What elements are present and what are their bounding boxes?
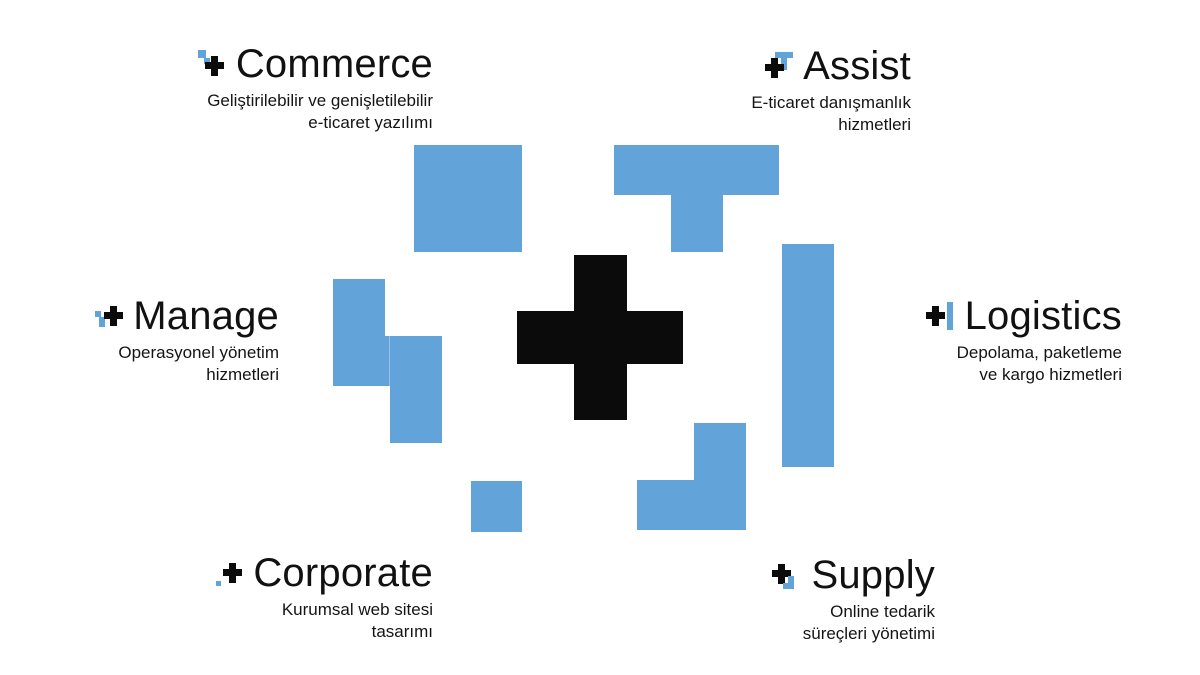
service-logistics: Logistics Depolama, paketleme ve kargo h… [880, 296, 1122, 386]
service-logistics-title: Logistics [880, 296, 1122, 336]
logistics-bar-piece [782, 244, 834, 467]
assist-logo-icon [765, 52, 794, 78]
commerce-name: Commerce [235, 42, 433, 86]
logistics-name: Logistics [964, 294, 1122, 338]
service-commerce-title: Commerce [140, 44, 433, 84]
supply-logo-icon [772, 564, 795, 589]
corporate-name: Corporate [253, 551, 433, 595]
service-manage-title: Manage [70, 296, 279, 336]
logistics-description: Depolama, paketleme ve kargo hizmetleri [956, 343, 1122, 384]
service-assist: Assist E-ticaret danışmanlık hizmetleri [680, 46, 911, 136]
center-plus-horizontal [517, 311, 683, 364]
corporate-logo-icon [216, 563, 243, 586]
manage-s-piece-bottom [390, 336, 442, 443]
corporate-description: Kurumsal web sitesi tasarımı [281, 600, 433, 641]
manage-description: Operasyonel yönetim hizmetleri [118, 343, 279, 384]
assist-t-piece-stem [671, 195, 723, 252]
service-supply-title: Supply [720, 555, 935, 595]
commerce-square-piece [414, 145, 522, 252]
assist-name: Assist [803, 44, 911, 88]
manage-s-piece-top [333, 279, 385, 336]
supply-name: Supply [811, 553, 935, 597]
assist-description: E-ticaret danışmanlık hizmetleri [751, 93, 911, 134]
supply-description: Online tedarik süreçleri yönetimi [802, 602, 935, 643]
corporate-square-piece [471, 481, 522, 532]
service-corporate-title: Corporate [150, 553, 433, 593]
assist-t-piece-top [614, 145, 779, 195]
manage-s-piece-link [333, 336, 390, 386]
logistics-logo-icon [925, 302, 953, 330]
supply-l-piece-horizontal [637, 480, 746, 530]
commerce-logo-icon [197, 50, 224, 76]
service-commerce: Commerce Geliştirilebilir ve genişletile… [140, 44, 433, 134]
service-manage: Manage Operasyonel yönetim hizmetleri [70, 296, 279, 386]
manage-name: Manage [133, 294, 279, 338]
service-assist-title: Assist [680, 46, 911, 86]
manage-logo-icon [95, 306, 124, 327]
service-corporate: Corporate Kurumsal web sitesi tasarımı [150, 553, 433, 643]
service-supply: Supply Online tedarik süreçleri yönetimi [720, 555, 935, 645]
commerce-description: Geliştirilebilir ve genişletilebilir e-t… [207, 91, 433, 132]
